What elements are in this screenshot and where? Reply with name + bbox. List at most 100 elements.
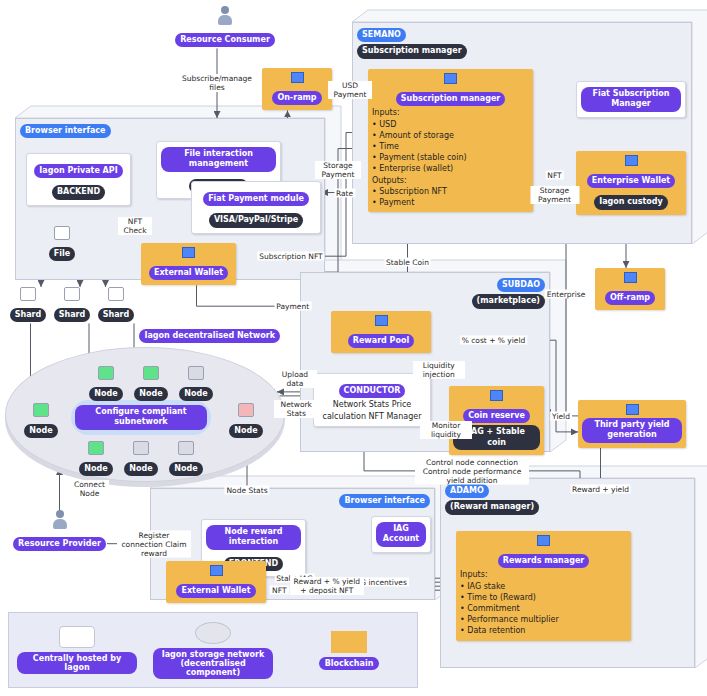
cube-icon [188,366,204,380]
pill-label: BACKEND [52,185,105,199]
cube-icon [178,441,194,455]
body-text: • Subscription NFT [372,186,529,197]
cube-icon [64,287,80,301]
pill-label: IAG + Stable coin [453,425,540,450]
cube-icon [20,287,36,301]
block-icon [182,247,195,258]
body-text: Inputs: [460,569,627,580]
pill-label: File [49,247,75,261]
pill-label: Subscription manager [396,92,506,106]
pill-label: Configure compliant subnetwork [75,405,207,430]
pill-label: Node [134,387,167,401]
person-icon [217,6,233,26]
pill-label: Shard [98,308,135,322]
pill-label: File interaction management [161,147,276,172]
cube-icon [98,366,114,380]
blockchain-box: Off-ramp [595,268,665,310]
container-box: Browser interfaceFile interaction manage… [15,118,325,280]
pill-label: Node [229,424,262,438]
pill-label: Reward Pool [348,334,414,348]
cube-icon [54,226,70,240]
legend-entry: Centrally hosted by Iagon [17,626,137,674]
component-box: IAG Account [371,516,431,553]
cube-icon [33,403,49,417]
network-node: Node [21,403,61,439]
network-node: Node [226,403,266,439]
body-text: • Data retention [460,625,627,636]
pill-label: Coin reserve [463,409,530,423]
legend-swatch [195,622,231,644]
body-text: • Enterprise (wallet) [372,163,529,174]
pill-label: Node [24,424,57,438]
block-icon [490,390,503,401]
network-node: Node [176,366,216,402]
body-text: • IAG stake [460,581,627,592]
person-head [56,510,64,518]
body-text: • Time [372,141,529,152]
network-node: Node [166,441,206,477]
pill-label: Node [89,387,122,401]
body-text: • Performance multiplier [460,614,627,625]
blockchain-box: On-ramp [262,68,332,110]
pill-label: Iagon decentralised Network [139,329,280,343]
component-box: Iagon Private APIBACKEND [26,153,131,206]
legend-text: Centrally hosted by Iagon [17,652,137,674]
pill-label: Resource Consumer [175,33,275,47]
pill-label: SEMANO [357,28,406,42]
cube-icon [238,403,254,417]
component-box: Fiat Subscription Manager [576,81,686,118]
body-text: Network Stats Price calculation NFT Mana… [318,399,426,421]
edge-label: Stable Coin [384,257,431,266]
body-text: Outputs: [372,175,529,186]
pill-label: External Wallet [176,584,255,598]
network-ellipse: Iagon decentralised NetworkConfigure com… [5,347,285,482]
pill-label: SUBDAO [497,278,545,292]
edge-label: Connect Node [71,480,109,498]
body-text: • Amount of storage [372,130,529,141]
pill-label: (Reward manager) [445,500,539,514]
blockchain-box: External Wallet [166,561,266,603]
pill-label: VISA/PayPal/Stripe [209,213,303,227]
pill-label: Third party yield generation [582,418,682,443]
network-node: Node [131,366,171,402]
blockchain-box: Rewards managerInputs:• IAG stake• Time … [456,531,631,641]
pill-label: Fiat Subscription Manager [581,87,681,112]
box-backwall [352,10,707,244]
pill-label: Browser interface [339,494,430,508]
block-icon [291,72,304,83]
pill-label: Fiat Payment module [203,192,309,206]
legend-entry: Blockchain [289,631,409,670]
legend-text: Iagon storage network (decentralised com… [153,648,273,679]
body-text: • USD [372,119,529,130]
legend-text: Blockchain [319,657,380,670]
blockchain-box: Third party yield generation [578,400,686,448]
blockchain-box: External Wallet [141,243,236,285]
pill-label: Node [179,387,212,401]
pill-label: CONDUCTOR [339,384,406,398]
shard-box: Shard [96,287,136,323]
edge-label: Yield [550,411,572,420]
person-icon [52,510,68,530]
blockchain-box: Enterprise WalletIagon custody [576,151,686,215]
pill-label: Node [169,462,202,476]
pill-label: Shard [54,308,91,322]
actor-box: Resource Provider [12,510,107,552]
body-text: • Commitment [460,603,627,614]
subnetwork-pill: Configure compliant subnetwork [71,400,211,435]
body-text: Inputs: [372,107,529,118]
pill-label: IAG Account [376,522,426,547]
shard-box: File [48,226,76,262]
container-box: SEMANOSubscription managerSubscription m… [352,22,692,244]
blockchain-box: Reward Pool [331,311,431,353]
blockchain-box: Coin reserveIAG + Stable coin [449,386,544,455]
person-body [218,15,232,25]
body-text: • Payment (stable coin) [372,152,529,163]
connector [59,468,60,510]
pill-label: On-ramp [272,91,321,105]
container-box: SUBDAO(marketplace)Reward PoolCoin reser… [300,272,550,452]
connector [217,48,218,118]
block-icon [626,404,639,415]
actor-box: Resource Consumer [170,6,280,48]
shard-box: Shard [52,287,92,323]
